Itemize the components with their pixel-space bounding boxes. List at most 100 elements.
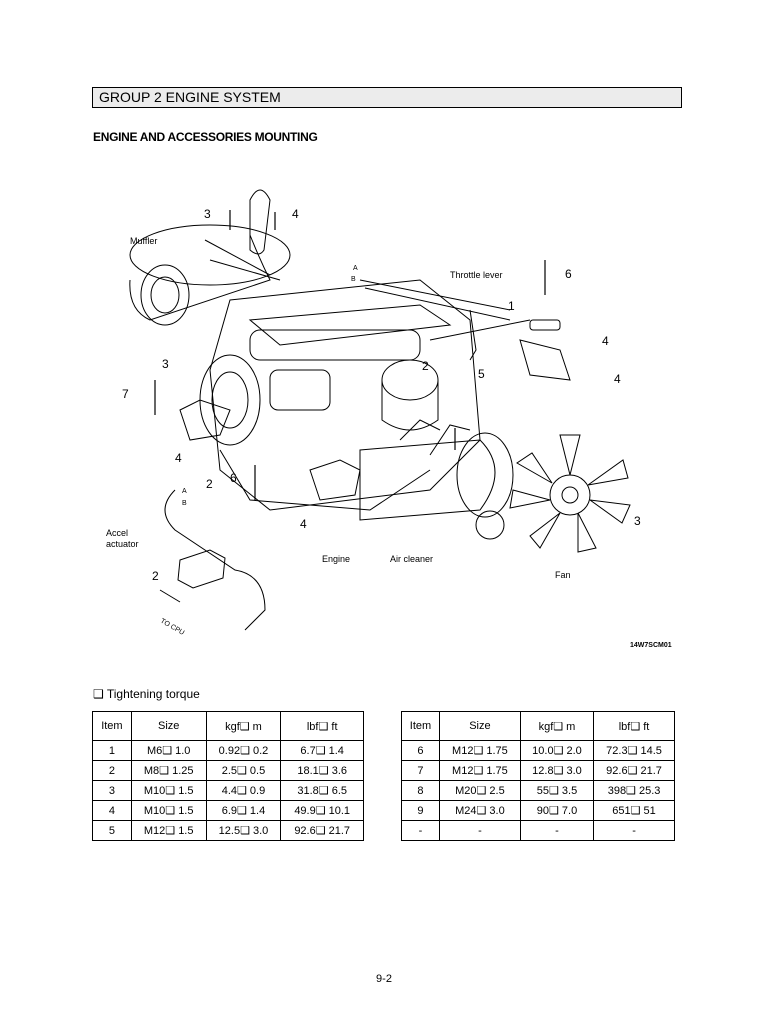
callout-7: 7 (122, 387, 129, 401)
section-title: ENGINE AND ACCESSORIES MOUNTING (93, 130, 318, 144)
cell: 2 (92, 760, 132, 781)
cell: 90❑ 7.0 (519, 800, 595, 821)
muffler-label: Muffler (130, 236, 157, 246)
cell: 398❑ 25.3 (593, 780, 675, 801)
cell: 4.4❑ 0.9 (205, 780, 282, 801)
callout-5: 5 (478, 367, 485, 381)
cell: M24❑ 3.0 (438, 800, 521, 821)
cell: 55❑ 3.5 (519, 780, 595, 801)
cell: 10.0❑ 2.0 (519, 740, 595, 761)
cell: M6❑ 1.0 (130, 740, 207, 761)
cell: M12❑ 1.75 (438, 740, 521, 761)
col-item: Item (401, 711, 440, 741)
air-cleaner-label: Air cleaner (390, 554, 433, 564)
cell: 72.3❑ 14.5 (593, 740, 675, 761)
group-title: GROUP 2 ENGINE SYSTEM (92, 87, 682, 108)
accel-actuator-illustration (159, 489, 266, 631)
cell: - (401, 820, 440, 841)
cell: M10❑ 1.5 (130, 780, 207, 801)
col-size: Size (438, 711, 521, 741)
callout-6-top: 6 (565, 267, 572, 281)
callout-6-mid: 6 (230, 471, 237, 485)
cell: 6.9❑ 1.4 (205, 800, 282, 821)
callout-2-left: 2 (206, 477, 213, 491)
callout-1: 1 (508, 299, 515, 313)
cell: M12❑ 1.75 (438, 760, 521, 781)
callout-4-top: 4 (292, 207, 299, 221)
cell: M8❑ 1.25 (130, 760, 207, 781)
cell: 6 (401, 740, 440, 761)
label-a-actuator: A (182, 488, 187, 495)
cell: 651❑ 51 (593, 800, 675, 821)
cell: M10❑ 1.5 (130, 800, 207, 821)
cell: 5 (92, 820, 132, 841)
cell: 8 (401, 780, 440, 801)
table-header-row: Item Size kgf❑ m lbf❑ ft (401, 711, 675, 741)
callout-4-right-2: 4 (614, 372, 621, 386)
table-row: ---- (401, 820, 675, 841)
fan-illustration (509, 434, 631, 553)
cell: - (519, 820, 595, 841)
fan-label: Fan (555, 570, 571, 580)
cell: 31.8❑ 6.5 (280, 780, 364, 801)
col-item: Item (92, 711, 132, 741)
cell: 7 (401, 760, 440, 781)
callout-3-top: 3 (204, 207, 211, 221)
cell: 92.6❑ 21.7 (280, 820, 364, 841)
cell: 2.5❑ 0.5 (205, 760, 282, 781)
col-lbf-ft: lbf❑ ft (280, 711, 364, 741)
callout-4-bottom: 4 (300, 517, 307, 531)
cell: 9 (401, 800, 440, 821)
engine-mounting-diagram: Muffler Throttle lever Accel actuator En… (106, 189, 641, 637)
to-ecu-label: TO CPU (159, 618, 185, 637)
col-size: Size (130, 711, 207, 741)
figure-code: 14W7SCM01 (630, 642, 672, 649)
cell: 12.5❑ 3.0 (205, 820, 282, 841)
page-number: 9-2 (376, 973, 392, 985)
accel-actuator-label-1: Accel (106, 528, 128, 538)
col-lbf-ft: lbf❑ ft (593, 711, 675, 741)
cell: 92.6❑ 21.7 (593, 760, 675, 781)
cell: M20❑ 2.5 (438, 780, 521, 801)
label-b-actuator: B (182, 500, 187, 507)
label-a-top: A (353, 265, 358, 272)
cell: 18.1❑ 3.6 (280, 760, 364, 781)
callout-4-right-1: 4 (602, 334, 609, 348)
throttle-lever-label: Throttle lever (450, 270, 503, 280)
air-cleaner-illustration (359, 359, 514, 540)
muffler-illustration (129, 189, 291, 326)
throttle-linkage-illustration (359, 279, 571, 381)
cell: M12❑ 1.5 (130, 820, 207, 841)
col-kgf-m: kgf❑ m (519, 711, 595, 741)
accel-actuator-label-2: actuator (106, 539, 139, 549)
callout-2-mid: 2 (422, 359, 429, 373)
callout-2-actuator: 2 (152, 569, 159, 583)
cell: - (438, 820, 521, 841)
engine-illustration (179, 279, 531, 511)
callout-3-left: 3 (162, 357, 169, 371)
cell: - (593, 820, 675, 841)
cell: 6.7❑ 1.4 (280, 740, 364, 761)
label-b-top: B (351, 276, 356, 283)
callout-4-left: 4 (175, 451, 182, 465)
table-header-row: Item Size kgf❑ m lbf❑ ft (92, 711, 364, 741)
col-kgf-m: kgf❑ m (205, 711, 282, 741)
engine-label: Engine (322, 554, 350, 564)
cell: 4 (92, 800, 132, 821)
cell: 1 (92, 740, 132, 761)
callout-3-fan: 3 (634, 514, 641, 528)
bolt-icons (154, 210, 546, 500)
torque-heading: ❑ Tightening torque (93, 687, 200, 701)
cell: 12.8❑ 3.0 (519, 760, 595, 781)
